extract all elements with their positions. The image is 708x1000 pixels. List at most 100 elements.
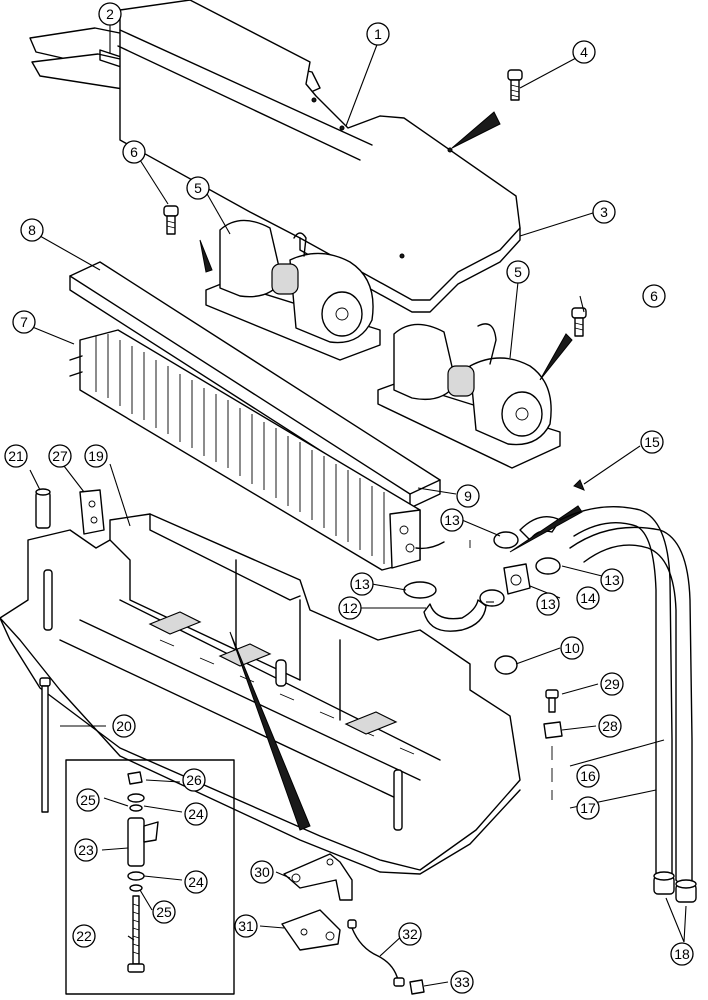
callout-18: 18 xyxy=(670,942,694,966)
svg-text:22: 22 xyxy=(76,928,92,944)
svg-text:6: 6 xyxy=(650,288,658,304)
callout-6-right: 6 xyxy=(642,284,666,308)
top-cover-part xyxy=(117,0,521,313)
sensor-part-32 xyxy=(347,919,405,987)
svg-text:30: 30 xyxy=(254,864,270,880)
inset-box xyxy=(65,759,235,995)
svg-text:17: 17 xyxy=(580,800,596,816)
callout-25-b: 25 xyxy=(152,900,176,924)
bracket-part-31 xyxy=(281,909,341,951)
coolant-hoses xyxy=(559,506,693,886)
callout-28: 28 xyxy=(598,714,622,738)
svg-text:27: 27 xyxy=(52,448,68,464)
svg-text:5: 5 xyxy=(194,180,202,196)
svg-text:29: 29 xyxy=(604,676,620,692)
svg-text:33: 33 xyxy=(454,974,470,990)
svg-text:5: 5 xyxy=(514,264,522,280)
svg-text:32: 32 xyxy=(402,926,418,942)
clip-nut-part-28 xyxy=(543,721,563,739)
screw-part-4 xyxy=(507,69,523,101)
screw-part-29 xyxy=(545,689,559,713)
svg-text:24: 24 xyxy=(188,806,204,822)
bracket-part-27 xyxy=(79,489,105,535)
svg-text:4: 4 xyxy=(580,44,588,60)
callout-7: 7 xyxy=(12,310,36,334)
svg-text:25: 25 xyxy=(80,792,96,808)
callout-14: 14 xyxy=(576,586,600,610)
callout-22: 22 xyxy=(72,924,96,948)
clip-part-33 xyxy=(409,979,425,995)
svg-text:9: 9 xyxy=(464,488,472,504)
blower-motor-right xyxy=(377,323,561,469)
callout-21: 21 xyxy=(4,444,28,468)
svg-text:10: 10 xyxy=(564,640,580,656)
svg-text:31: 31 xyxy=(238,918,254,934)
long-bolt-part-20 xyxy=(39,677,51,813)
callout-13-b: 13 xyxy=(350,572,374,596)
screw-part-6-right xyxy=(571,307,587,337)
svg-text:19: 19 xyxy=(88,448,104,464)
svg-text:18: 18 xyxy=(674,946,690,962)
svg-text:13: 13 xyxy=(444,512,460,528)
callout-4: 4 xyxy=(572,40,596,64)
callout-32: 32 xyxy=(398,922,422,946)
callout-24-b: 24 xyxy=(184,870,208,894)
leader-lines xyxy=(29,22,687,987)
svg-text:24: 24 xyxy=(188,874,204,890)
callout-9: 9 xyxy=(456,484,480,508)
arrow-marker-1 xyxy=(199,239,213,273)
screw-part-6-left xyxy=(163,205,179,235)
callout-13-d: 13 xyxy=(536,592,560,616)
callout-5-left: 5 xyxy=(186,176,210,200)
svg-text:23: 23 xyxy=(78,842,94,858)
svg-text:2: 2 xyxy=(106,6,114,22)
svg-text:26: 26 xyxy=(186,772,202,788)
svg-text:25: 25 xyxy=(156,904,172,920)
callout-33: 33 xyxy=(450,970,474,994)
svg-text:14: 14 xyxy=(580,590,596,606)
svg-text:1: 1 xyxy=(374,26,382,42)
callout-2: 2 xyxy=(98,2,122,26)
callout-17: 17 xyxy=(576,796,600,820)
blower-motor-left xyxy=(205,219,381,361)
svg-text:16: 16 xyxy=(580,768,596,784)
svg-text:6: 6 xyxy=(130,144,138,160)
svg-text:13: 13 xyxy=(354,576,370,592)
callout-12: 12 xyxy=(338,596,362,620)
callout-20: 20 xyxy=(112,714,136,738)
callout-1: 1 xyxy=(366,22,390,46)
callout-27: 27 xyxy=(48,444,72,468)
callout-25-a: 25 xyxy=(76,788,100,812)
callout-31: 31 xyxy=(234,914,258,938)
svg-text:13: 13 xyxy=(540,596,556,612)
arrow-marker-2 xyxy=(539,333,573,381)
callout-3: 3 xyxy=(592,200,616,224)
spacer-part-21 xyxy=(35,488,51,529)
svg-text:3: 3 xyxy=(600,204,608,220)
grommet-part-10 xyxy=(494,655,518,675)
callout-30: 30 xyxy=(250,860,274,884)
heater-core-part xyxy=(69,329,445,571)
callout-19: 19 xyxy=(84,444,108,468)
svg-text:13: 13 xyxy=(604,572,620,588)
callout-6-left: 6 xyxy=(122,140,146,164)
callout-29: 29 xyxy=(600,672,624,696)
callout-24-a: 24 xyxy=(184,802,208,826)
callout-26: 26 xyxy=(182,768,206,792)
callout-13-a: 13 xyxy=(440,508,464,532)
svg-text:7: 7 xyxy=(20,314,28,330)
callout-23: 23 xyxy=(74,838,98,862)
callout-15: 15 xyxy=(640,430,664,454)
bracket-part-30 xyxy=(283,853,353,901)
svg-text:20: 20 xyxy=(116,718,132,734)
svg-text:28: 28 xyxy=(602,718,618,734)
hose-caps-part-18 xyxy=(653,871,697,903)
arrow-marker-3 xyxy=(229,631,311,831)
filter-strip-part xyxy=(69,261,441,509)
svg-text:12: 12 xyxy=(342,600,358,616)
svg-text:15: 15 xyxy=(644,434,660,450)
callout-8: 8 xyxy=(20,218,44,242)
callout-5-right: 5 xyxy=(506,260,530,284)
callout-10: 10 xyxy=(560,636,584,660)
